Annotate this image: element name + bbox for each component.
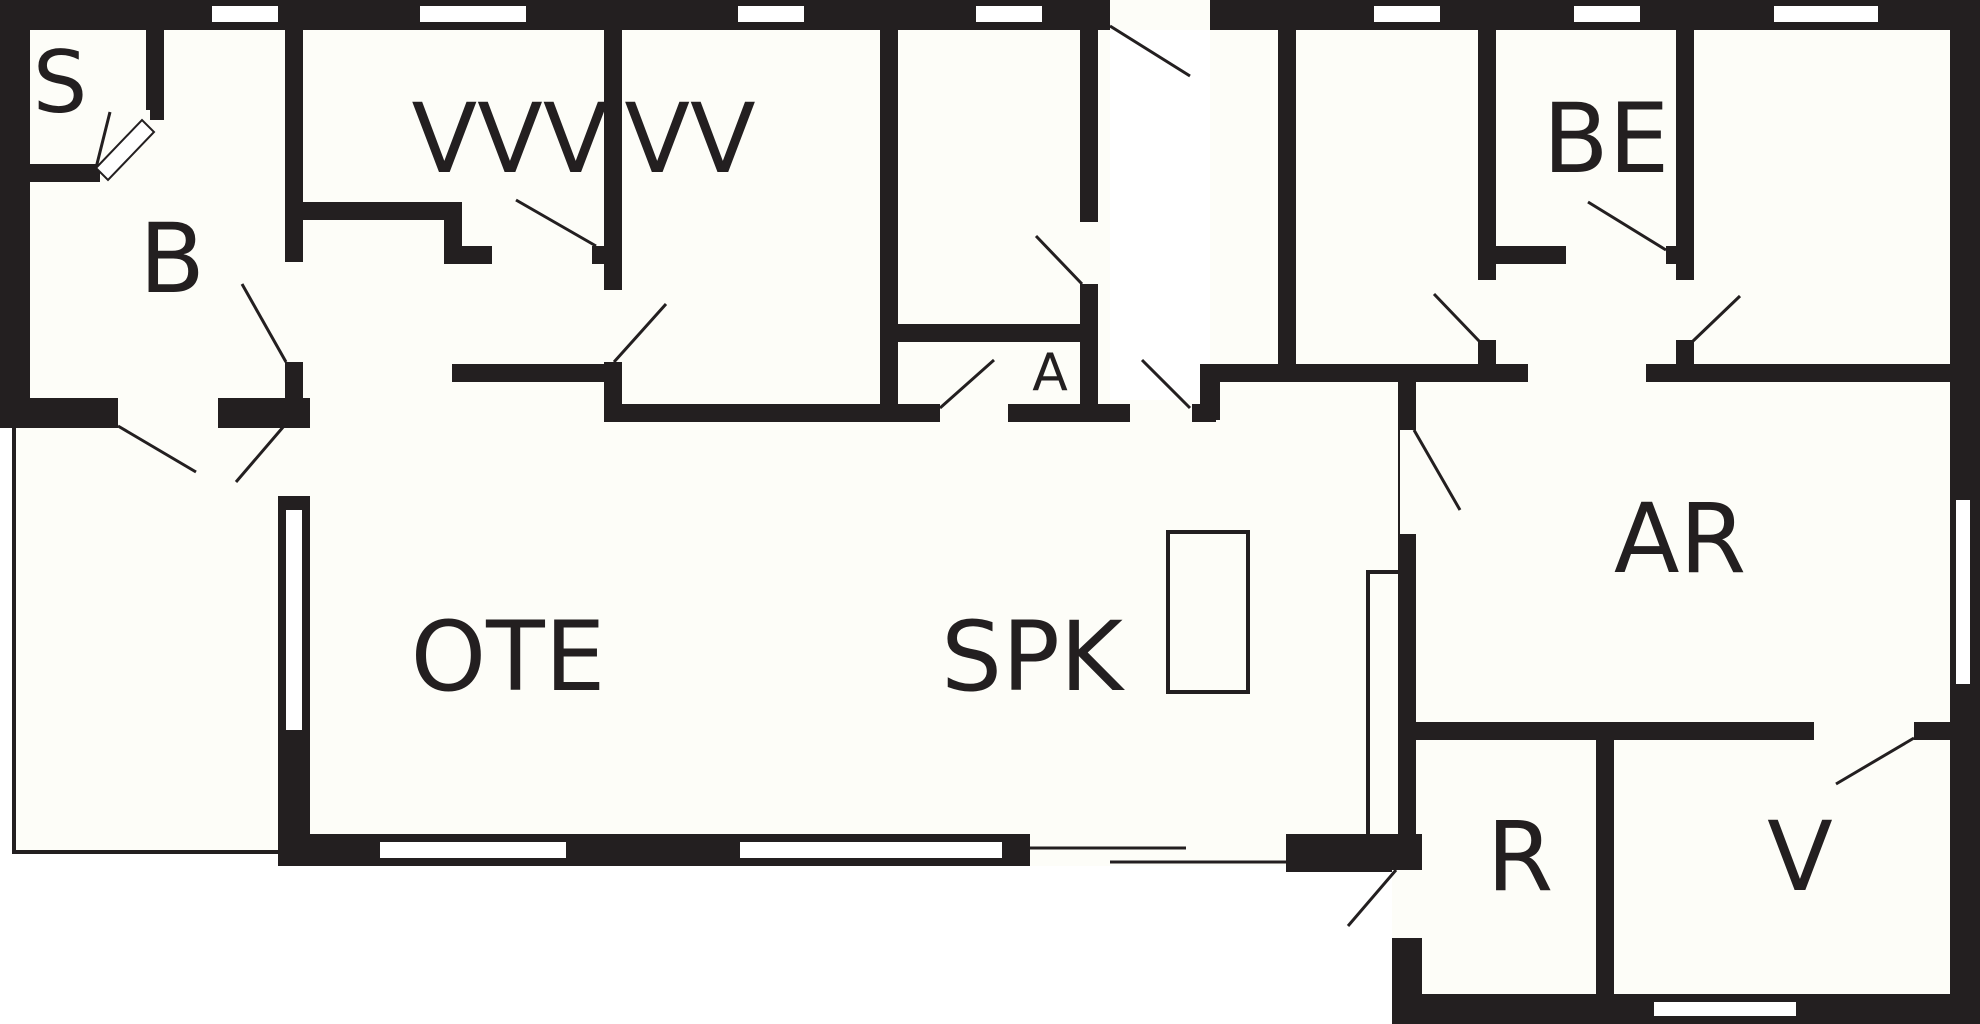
room-label-vv: VV — [624, 83, 755, 195]
sliding-door — [1030, 846, 1286, 864]
closet-door — [94, 118, 156, 182]
door-swings — [94, 24, 1915, 927]
room-labels: S B VVV VV A BE OTE SPK AR R V — [33, 33, 1833, 913]
room-label-v: V — [1767, 801, 1833, 913]
room-label-ar: AR — [1614, 483, 1746, 595]
windows — [212, 6, 1970, 1016]
room-label-be: BE — [1543, 83, 1670, 195]
room-label-a: A — [1032, 343, 1068, 403]
room-label-ote: OTE — [411, 601, 606, 713]
room-label-b: B — [139, 203, 205, 315]
room-label-spk: SPK — [941, 601, 1125, 713]
interior-walls — [20, 20, 1972, 1000]
room-label-r: R — [1487, 801, 1554, 913]
room-label-vvv: VVV — [411, 83, 608, 195]
room-label-s: S — [33, 33, 88, 133]
thin-outlines — [12, 428, 1398, 854]
